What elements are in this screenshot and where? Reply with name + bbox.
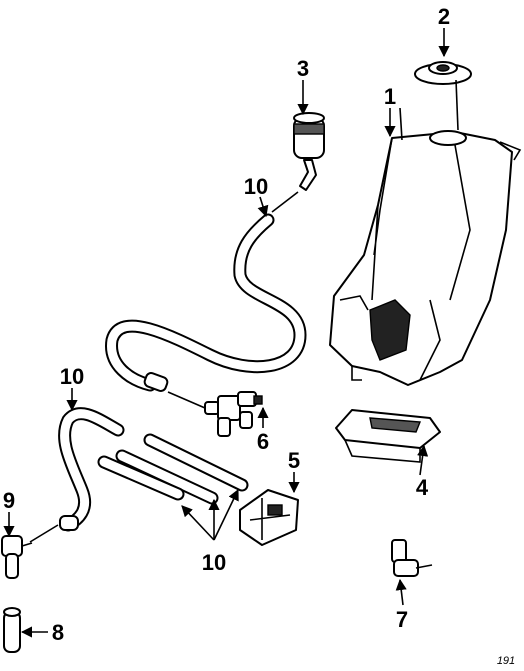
callout-10-lower: 10 [202,550,226,575]
reservoir-cap [414,61,472,131]
hose-left [29,407,125,543]
diagram-code: 191 [497,655,515,667]
callout-10-upper: 10 [244,174,268,199]
nozzle-tip [3,607,21,653]
callout-4: 4 [416,475,429,500]
callout-leaders [3,28,450,638]
nozzle-bracket [239,489,299,546]
callout-numbers: 2 1 3 10 4 5 6 7 8 9 10 10 [3,4,450,645]
callout-10-left: 10 [60,364,84,389]
callout-8: 8 [52,620,64,645]
callout-9: 9 [3,488,15,513]
callout-2: 2 [438,4,450,29]
callout-5: 5 [288,448,300,473]
check-valve [167,391,263,437]
callout-1: 1 [384,84,396,109]
nozzle-cover [335,409,441,463]
elbow-fitting [391,539,433,577]
callout-6: 6 [257,429,269,454]
nozzle [1,535,33,579]
hose-upper [105,213,307,392]
straight-hoses [97,433,249,505]
washer-reservoir [329,107,522,386]
washer-pump [271,112,325,213]
callout-3: 3 [297,56,309,81]
callout-7: 7 [396,607,408,632]
